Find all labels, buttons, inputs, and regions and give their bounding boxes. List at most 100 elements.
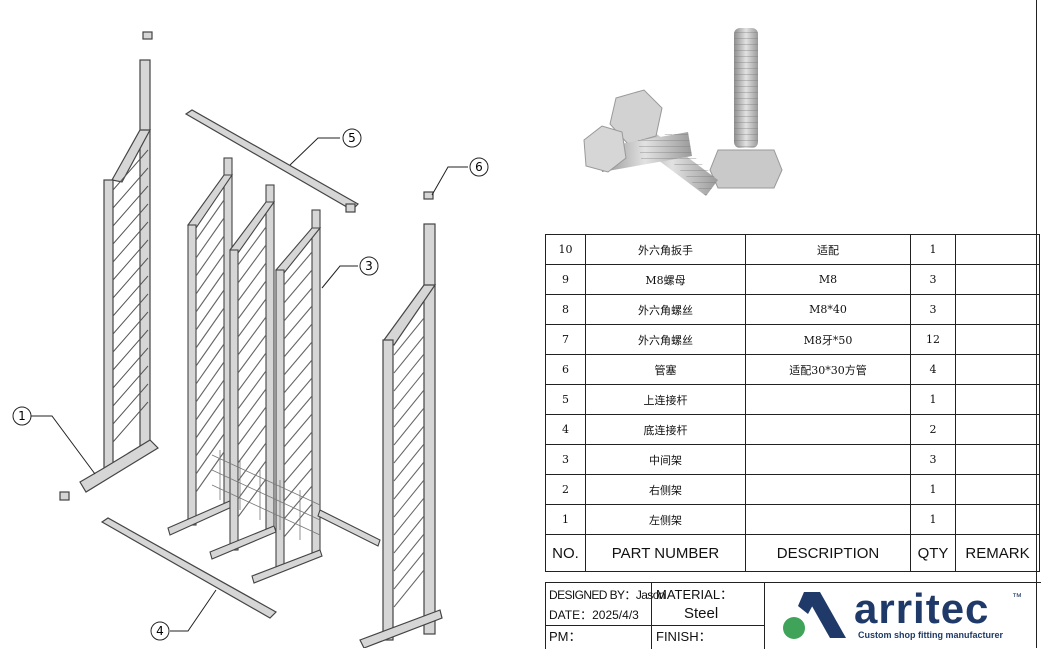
bottom-connecting-bar — [59, 491, 277, 619]
header-description: DESCRIPTION — [745, 534, 911, 572]
row-no: 7 — [545, 324, 586, 355]
logo-wordmark: arritec — [854, 585, 990, 632]
top-connecting-bar — [184, 109, 359, 213]
row-description: M8牙*50 — [745, 324, 911, 355]
row-qty: 3 — [910, 294, 956, 325]
row-description: M8*40 — [745, 294, 911, 325]
material-value: Steel — [684, 605, 719, 622]
row-no: 6 — [545, 354, 586, 385]
row-remark — [955, 324, 1040, 355]
pm: PM： — [549, 629, 582, 644]
row-description — [745, 384, 911, 415]
leader-lines — [31, 137, 468, 632]
hex-bolts-photo — [583, 28, 783, 196]
row-part-number: 外六角螺丝 — [585, 324, 746, 355]
designed-by: DESIGNED BY：Jason — [549, 588, 665, 602]
row-no: 8 — [545, 294, 586, 325]
finish-label: FINISH： — [656, 629, 712, 644]
logo-tagline: Custom shop fitting manufacturer — [858, 630, 1004, 640]
callout-1: 1 — [12, 406, 32, 426]
left-side-frame — [79, 31, 159, 493]
row-remark — [955, 294, 1040, 325]
middle-wire-grid — [211, 450, 321, 540]
callout-3: 3 — [359, 256, 379, 276]
row-description — [745, 444, 911, 475]
callout-5: 5 — [342, 128, 362, 148]
row-no: 1 — [545, 504, 586, 535]
row-qty: 3 — [910, 264, 956, 295]
bolt-lying-2 — [583, 125, 692, 173]
arritec-logo: arritec ™ Custom shop fitting manufactur… — [780, 585, 1030, 646]
header-qty: QTY — [910, 534, 956, 572]
middle-frame-2 — [209, 184, 277, 560]
row-qty: 1 — [910, 504, 956, 535]
header-remark: REMARK — [955, 534, 1040, 572]
header-part-number: PART NUMBER — [585, 534, 746, 572]
middle-frames — [167, 157, 381, 584]
row-description — [745, 474, 911, 505]
svg-text:1: 1 — [18, 409, 26, 423]
row-qty: 3 — [910, 444, 956, 475]
row-no: 10 — [545, 234, 586, 265]
svg-text:3: 3 — [365, 259, 373, 273]
bolt-standing — [709, 28, 783, 189]
row-part-number: 管塞 — [585, 354, 746, 385]
arritec-logo-graphic — [783, 592, 846, 639]
callout-6: 6 — [469, 157, 489, 177]
callout-4: 4 — [150, 621, 170, 641]
title-block: DESIGNED BY：Jason DATE：2025/4/3 PM： MATE… — [545, 582, 1041, 649]
row-part-number: 外六角螺丝 — [585, 294, 746, 325]
row-part-number: 外六角扳手 — [585, 234, 746, 265]
row-no: 2 — [545, 474, 586, 505]
middle-frame-3 — [251, 209, 323, 584]
logo-trademark: ™ — [1012, 592, 1022, 603]
row-part-number: 上连接杆 — [585, 384, 746, 415]
row-remark — [955, 414, 1040, 445]
middle-frame-1 — [167, 157, 235, 536]
row-part-number: M8螺母 — [585, 264, 746, 295]
row-remark — [955, 264, 1040, 295]
row-part-number: 中间架 — [585, 444, 746, 475]
row-part-number: 底连接杆 — [585, 414, 746, 445]
row-no: 3 — [545, 444, 586, 475]
row-part-number: 右侧架 — [585, 474, 746, 505]
row-qty: 4 — [910, 354, 956, 385]
bom-header-row: NO. PART NUMBER DESCRIPTION QTY REMARK — [545, 534, 1040, 572]
row-no: 5 — [545, 384, 586, 415]
row-description: 适配 — [745, 234, 911, 265]
row-remark — [955, 354, 1040, 385]
row-qty: 1 — [910, 234, 956, 265]
exploded-assembly-drawing: 1 5 3 6 4 — [12, 31, 489, 648]
row-remark — [955, 444, 1040, 475]
svg-text:5: 5 — [348, 131, 356, 145]
svg-text:6: 6 — [475, 160, 483, 174]
right-side-frame — [359, 191, 443, 648]
row-remark — [955, 504, 1040, 535]
row-qty: 2 — [910, 414, 956, 445]
row-part-number: 左侧架 — [585, 504, 746, 535]
row-remark — [955, 234, 1040, 265]
row-qty: 1 — [910, 474, 956, 505]
material-label: MATERIAL： — [656, 587, 734, 602]
row-description: 适配30*30方管 — [745, 354, 911, 385]
row-no: 4 — [545, 414, 586, 445]
row-remark — [955, 384, 1040, 415]
left-frame-shelf-hooks — [112, 149, 149, 443]
row-no: 9 — [545, 264, 586, 295]
row-qty: 1 — [910, 384, 956, 415]
svg-text:4: 4 — [156, 624, 164, 638]
row-description — [745, 504, 911, 535]
row-description: M8 — [745, 264, 911, 295]
row-remark — [955, 474, 1040, 505]
